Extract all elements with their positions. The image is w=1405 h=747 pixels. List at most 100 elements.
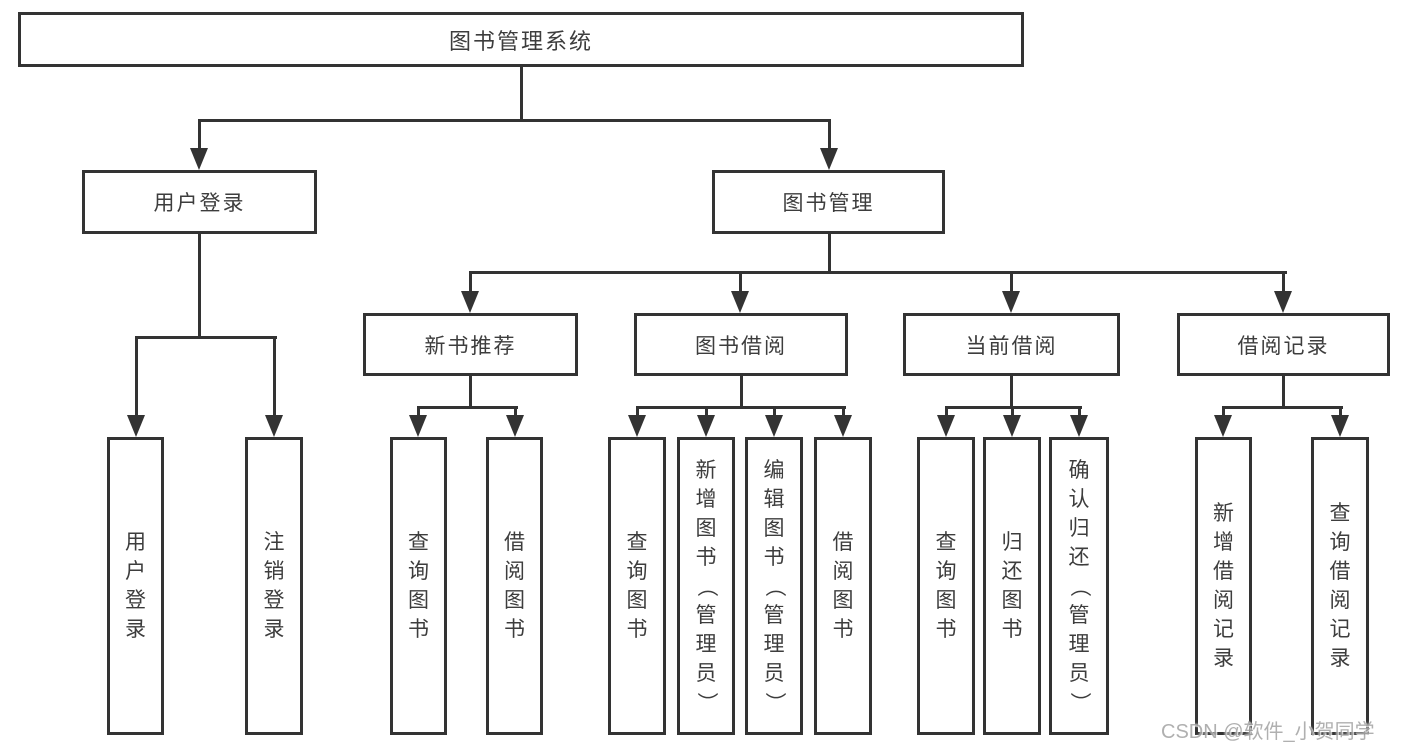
node-leaf-confirm-return-admin: 确认归还（管理员） xyxy=(1049,437,1109,735)
vertical-char: 管 xyxy=(1068,603,1090,627)
node-current-borrow: 当前借阅 xyxy=(903,313,1120,376)
connector-user-login-trunk xyxy=(198,232,201,339)
node-user-login: 用户登录 xyxy=(82,170,317,234)
connector-user-login-rail xyxy=(135,336,277,339)
connector-current-borrow-trunk xyxy=(1010,374,1013,409)
node-borrow-records: 借阅记录 xyxy=(1177,313,1390,376)
connector-borrow-records-rail xyxy=(1222,406,1343,409)
arrow-to-book-management xyxy=(820,119,838,170)
arrow-to-leaf-query-books-current xyxy=(937,406,955,437)
arrow-to-leaf-return-books xyxy=(1003,406,1021,437)
vertical-char: 图 xyxy=(832,589,854,612)
arrow-to-book-borrow xyxy=(731,271,749,313)
node-leaf-query-books-current: 查询图书 xyxy=(917,437,975,735)
arrow-to-leaf-confirm-return-admin xyxy=(1070,406,1088,437)
vertical-char: 记 xyxy=(1213,618,1234,641)
arrow-to-leaf-query-books-borrow xyxy=(628,406,646,437)
vertical-char: 书 xyxy=(763,545,785,569)
vertical-char: 查 xyxy=(626,531,648,554)
arrow-to-leaf-borrow-books-borrow xyxy=(834,406,852,437)
node-leaf-borrow-books-recommend: 借阅图书 xyxy=(486,437,543,735)
vertical-char: 图 xyxy=(408,589,429,612)
connector-book-borrow-rail xyxy=(636,406,846,409)
node-leaf-user-login: 用户登录 xyxy=(107,437,164,735)
node-leaf-borrow-books-borrow: 借阅图书 xyxy=(814,437,872,735)
vertical-char: 阅 xyxy=(1329,589,1351,612)
node-book-management: 图书管理 xyxy=(712,170,945,234)
arrow-to-current-borrow xyxy=(1002,271,1020,313)
arrow-to-leaf-query-books-recommend xyxy=(409,406,427,437)
vertical-char: 阅 xyxy=(832,560,854,583)
node-leaf-return-books: 归还图书 xyxy=(983,437,1041,735)
vertical-char: 查 xyxy=(935,531,957,554)
vertical-char: 登 xyxy=(125,589,146,612)
vertical-char: 录 xyxy=(1329,647,1351,670)
vertical-char: 新 xyxy=(1213,502,1234,525)
arrow-to-leaf-add-borrow-record xyxy=(1214,406,1232,437)
vertical-char: ） xyxy=(762,691,786,713)
connector-book-management-trunk xyxy=(828,232,831,274)
arrow-to-user-login xyxy=(190,119,208,170)
vertical-char: 辑 xyxy=(763,487,785,511)
vertical-char: 借 xyxy=(1329,560,1351,583)
vertical-char: 书 xyxy=(1001,618,1023,641)
vertical-char: 理 xyxy=(1068,632,1090,656)
vertical-char: 阅 xyxy=(504,560,525,583)
vertical-char: 图 xyxy=(763,516,785,540)
node-root: 图书管理系统 xyxy=(18,12,1024,67)
node-leaf-query-books-recommend: 查询图书 xyxy=(390,437,447,735)
node-new-book-recommend: 新书推荐 xyxy=(363,313,578,376)
vertical-char: 询 xyxy=(626,560,648,583)
connector-root-trunk xyxy=(520,66,523,120)
vertical-char: 编 xyxy=(763,458,785,482)
connector-new-book-recommend-trunk xyxy=(469,374,472,409)
vertical-char: 询 xyxy=(1329,531,1351,554)
vertical-char: 书 xyxy=(695,545,717,569)
connector-book-management-rail xyxy=(469,271,1287,274)
vertical-char: 查 xyxy=(408,531,429,554)
vertical-char: 书 xyxy=(626,618,648,641)
vertical-char: 录 xyxy=(125,618,146,641)
node-leaf-add-borrow-record: 新增借阅记录 xyxy=(1195,437,1252,735)
vertical-char: 户 xyxy=(125,560,146,583)
vertical-char: 认 xyxy=(1068,487,1090,511)
vertical-char: 理 xyxy=(763,632,785,656)
vertical-char: 员 xyxy=(695,661,717,685)
arrow-to-leaf-query-borrow-record xyxy=(1331,406,1349,437)
vertical-char: 图 xyxy=(626,589,648,612)
vertical-char: 注 xyxy=(263,531,285,554)
node-leaf-query-borrow-record: 查询借阅记录 xyxy=(1311,437,1369,735)
vertical-char: 询 xyxy=(408,560,429,583)
connector-new-book-recommend-rail xyxy=(417,406,518,409)
vertical-char: 借 xyxy=(1213,560,1234,583)
vertical-char: 归 xyxy=(1068,516,1090,540)
vertical-char: 理 xyxy=(695,632,717,656)
arrow-to-leaf-borrow-books-recommend xyxy=(506,406,524,437)
vertical-char: ） xyxy=(694,691,718,713)
csdn-watermark: CSDN @软件_小贺同学 xyxy=(1161,721,1375,743)
vertical-char: 记 xyxy=(1329,618,1351,641)
vertical-char: 员 xyxy=(763,661,785,685)
vertical-char: ） xyxy=(1067,691,1091,713)
vertical-char: 图 xyxy=(695,516,717,540)
vertical-char: 图 xyxy=(1001,589,1023,612)
connector-root-rail xyxy=(198,119,831,122)
vertical-char: 图 xyxy=(935,589,957,612)
vertical-char: 询 xyxy=(935,560,957,583)
vertical-char: 销 xyxy=(263,560,285,583)
vertical-char: 书 xyxy=(504,618,525,641)
node-leaf-query-books-borrow: 查询图书 xyxy=(608,437,666,735)
arrow-to-leaf-add-book-admin xyxy=(697,406,715,437)
arrow-to-new-book-recommend xyxy=(461,271,479,313)
vertical-char: 新 xyxy=(695,458,717,482)
vertical-char: （ xyxy=(694,575,718,597)
connector-book-borrow-trunk xyxy=(740,374,743,409)
vertical-char: 图 xyxy=(504,589,525,612)
vertical-char: 录 xyxy=(263,618,285,641)
vertical-char: 借 xyxy=(504,531,525,554)
vertical-char: 确 xyxy=(1068,458,1090,482)
vertical-char: 归 xyxy=(1001,531,1023,554)
vertical-char: 员 xyxy=(1068,661,1090,685)
node-leaf-logout: 注销登录 xyxy=(245,437,303,735)
arrow-to-leaf-edit-book-admin xyxy=(765,406,783,437)
